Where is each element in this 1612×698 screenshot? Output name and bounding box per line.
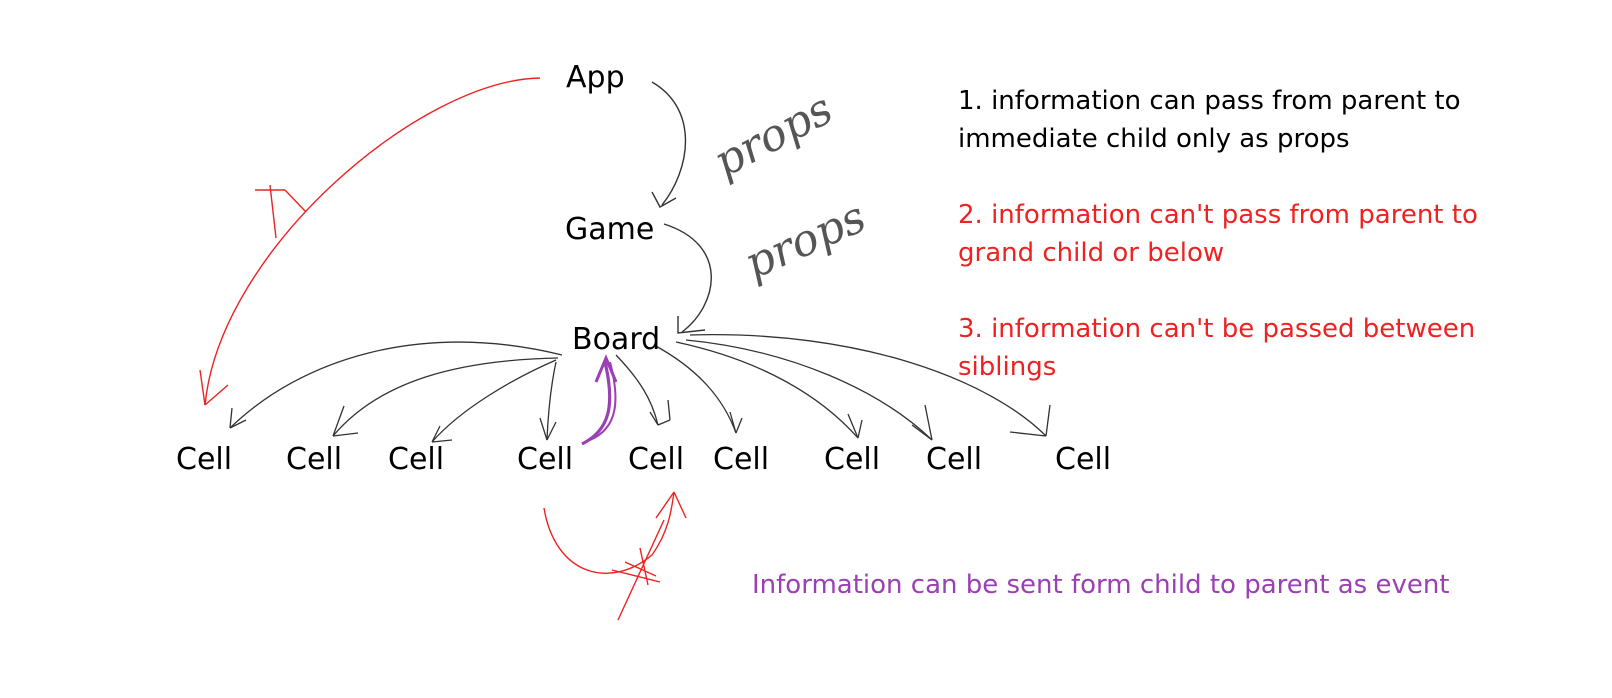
- purple-arrowhead: [594, 354, 618, 383]
- arrowhead-app-to-game: [651, 191, 677, 208]
- node-app: App: [566, 60, 625, 95]
- red-arc-app-to-cell: [204, 77, 541, 406]
- cell-1: Cell: [176, 442, 233, 477]
- cell-4: Cell: [517, 442, 574, 477]
- cell-8: Cell: [926, 442, 983, 477]
- note-1-line-2: immediate child only as props: [958, 124, 1350, 154]
- red-sibling-arrow: [543, 491, 675, 574]
- note-1-line-1: 1. information can pass from parent to: [958, 86, 1461, 116]
- note-3-line-1: 3. information can't be passed between: [958, 314, 1476, 344]
- cell-6: Cell: [713, 442, 770, 477]
- note-2-line-2: grand child or below: [958, 238, 1225, 268]
- cell-5: Cell: [628, 442, 685, 477]
- red-cross-icon: [611, 519, 665, 621]
- red-upward-arrow-icon: [255, 184, 307, 239]
- note-1: 1. information can pass from parent to i…: [958, 82, 1461, 158]
- red-sibling-arrowhead: [655, 491, 687, 519]
- note-2-line-1: 2. information can't pass from parent to: [958, 200, 1478, 230]
- cell-7: Cell: [824, 442, 881, 477]
- node-board: Board: [572, 322, 661, 357]
- event-note: Information can be sent form child to pa…: [752, 570, 1450, 600]
- note-2: 2. information can't pass from parent to…: [958, 196, 1478, 272]
- node-game: Game: [565, 212, 655, 247]
- note-3: 3. information can't be passed between s…: [958, 310, 1475, 386]
- note-3-line-2: siblings: [958, 352, 1057, 382]
- cell-3: Cell: [388, 442, 445, 477]
- red-arc-arrowhead: [199, 369, 229, 406]
- cell-9: Cell: [1055, 442, 1112, 477]
- board-to-cells-arrows: [229, 334, 1051, 443]
- arrowhead-game-to-board: [677, 316, 706, 334]
- arrow-game-to-board: [663, 223, 712, 333]
- arrow-app-to-game: [651, 81, 687, 206]
- purple-event-arrow: [581, 361, 612, 446]
- cell-2: Cell: [286, 442, 343, 477]
